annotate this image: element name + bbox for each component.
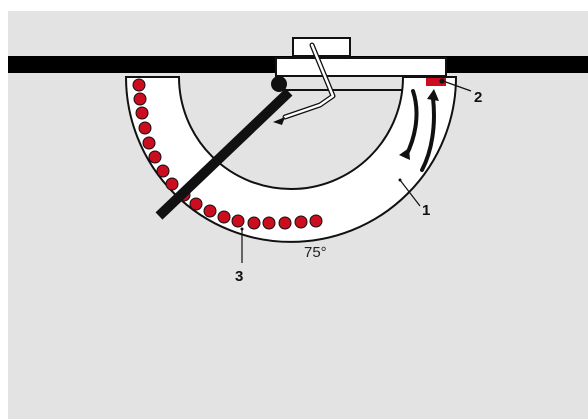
- marker-dot: [278, 216, 292, 230]
- marker-dot: [165, 177, 179, 191]
- motion-arrows: [399, 89, 439, 172]
- callout-3: 3: [235, 268, 243, 285]
- marker-dot: [203, 204, 217, 218]
- guide-bar: [155, 76, 293, 220]
- marker-dots: [132, 78, 323, 230]
- diagram-panel: 2 1 3 75°: [8, 11, 588, 419]
- marker-dot: [247, 216, 261, 230]
- marker-dot: [217, 210, 231, 224]
- leader-lines: [240, 80, 472, 263]
- angle-label: 75°: [304, 244, 327, 261]
- marker-dot: [148, 150, 162, 164]
- marker-dot: [135, 106, 149, 120]
- marker-dot: [231, 214, 245, 228]
- marker-dot: [294, 215, 308, 229]
- marker-dot: [133, 92, 147, 106]
- diagram-svg: 2 1 3 75°: [8, 11, 588, 419]
- track-arc: [124, 76, 458, 243]
- marker-dot: [156, 164, 170, 178]
- marker-dot: [189, 197, 203, 211]
- marker-dot: [132, 78, 146, 92]
- callout-1: 1: [422, 202, 430, 219]
- marker-dot: [138, 121, 152, 135]
- red-marker-strip: [426, 78, 446, 86]
- marker-dot: [309, 214, 323, 228]
- marker-dot: [262, 216, 276, 230]
- marker-dot: [142, 136, 156, 150]
- callout-2: 2: [474, 89, 482, 106]
- mount-block: [275, 37, 447, 91]
- lever-arm: [273, 42, 336, 125]
